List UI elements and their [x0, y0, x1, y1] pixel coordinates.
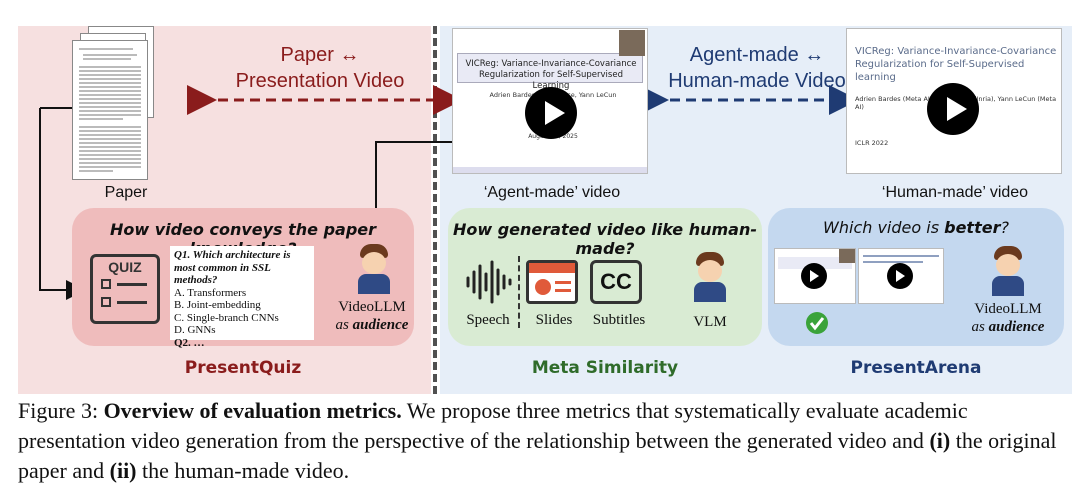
quiz-line-d: D. GNNs	[174, 324, 216, 336]
quiz-line-q2: Q2. …	[174, 336, 205, 349]
subtitles-cc-icon: CC	[590, 260, 642, 304]
figure-caption: Figure 3: Overview of evaluation metrics…	[18, 398, 1057, 483]
video-to-audience-arrow	[366, 141, 455, 248]
meta-box-question: How generated video like human-made?	[452, 220, 758, 258]
paper-to-quiz-arrow	[39, 108, 86, 300]
quiz-line-a: A. Transformers	[174, 286, 247, 299]
check-icon	[806, 312, 828, 334]
agent-video-caption: ‘Agent-made’ video	[483, 184, 621, 201]
metric-meta-similarity: Meta Similarity	[531, 358, 679, 378]
arena-video-a-thumbnail	[774, 248, 856, 304]
audience-avatar-icon	[352, 244, 396, 294]
slides-icon	[526, 260, 578, 304]
metric-present-arena: PresentArena	[850, 358, 982, 378]
arena-audience-label: VideoLLM as audience	[971, 301, 1045, 335]
slides-label: Slides	[535, 312, 573, 328]
quiz-line-c: C. Single-branch CNNs	[174, 311, 279, 324]
arena-video-b-play-icon[interactable]	[887, 263, 913, 289]
arena-box-question: Which video is better?	[823, 218, 1009, 237]
arena-audience-avatar-icon	[986, 246, 1030, 296]
metric-present-quiz: PresentQuiz	[184, 358, 302, 378]
panel-divider	[433, 26, 437, 394]
quiz-line-b: B. Joint-embedding	[174, 299, 261, 311]
human-slide-venue: ICLR 2022	[855, 139, 889, 147]
human-video-caption: ‘Human-made’ video	[881, 184, 1029, 201]
speech-label: Speech	[466, 312, 510, 328]
quiz-line-q1: Q1. Which architecture is most common in…	[174, 249, 291, 286]
human-slide-title: VICReg: Variance-Invariance-Covariance R…	[855, 46, 1057, 83]
human-made-video-thumbnail: VICReg: Variance-Invariance-Covariance R…	[846, 28, 1062, 174]
human-video-play-icon[interactable]	[927, 83, 979, 135]
quiz-icon: QUIZ	[90, 254, 160, 324]
arena-video-b-thumbnail	[858, 248, 944, 304]
agent-slide-title: VICReg: Variance-Invariance-Covariance R…	[465, 59, 637, 91]
agent-video-play-icon[interactable]	[525, 87, 577, 139]
vlm-label: VLM	[693, 314, 727, 330]
vlm-avatar-icon	[688, 252, 732, 302]
paper-caption: Paper	[104, 184, 148, 201]
subtitles-label: Subtitles	[592, 312, 646, 328]
quiz-audience-label: VideoLLM as audience	[335, 299, 409, 333]
quiz-card: Q1. Which architecture is most common in…	[170, 246, 314, 349]
speech-waveform-icon	[466, 260, 512, 304]
speaker-photo	[619, 30, 645, 56]
arena-video-a-play-icon[interactable]	[801, 263, 827, 289]
agent-made-video-thumbnail: VICReg: Variance-Invariance-Covariance R…	[452, 28, 648, 174]
